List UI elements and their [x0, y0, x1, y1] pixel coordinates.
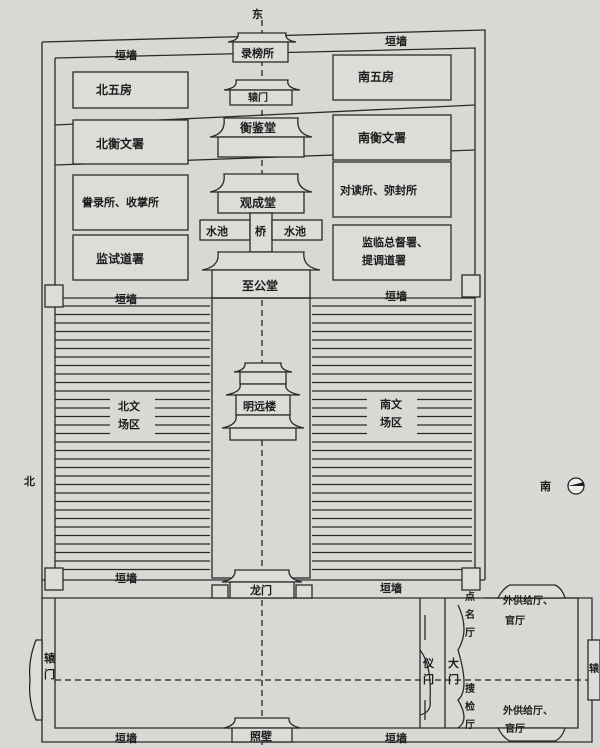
supply-hall-bottom: [496, 727, 566, 742]
building-zhaobi: [223, 717, 301, 743]
label-soujian: 检: [465, 700, 475, 713]
label-left-gate: 门: [44, 667, 55, 681]
label-damen: 门: [448, 672, 459, 686]
right-gate: [587, 639, 600, 701]
label-room: 监临总督署、: [362, 235, 428, 249]
building-inner-gate: [223, 79, 301, 106]
label-room: 北衡文署: [96, 136, 144, 151]
west-section-walls: [42, 579, 579, 729]
supply-hall-top: [496, 584, 566, 599]
label-south-area: 场区: [380, 415, 402, 429]
yimen-outline: [419, 615, 431, 720]
compass-arrow-icon: [567, 477, 585, 495]
label-north: 北: [24, 474, 35, 488]
label-guancheng: 观成堂: [240, 195, 276, 210]
building-guancheng: [209, 173, 313, 214]
wall-label: 垣墙: [385, 289, 407, 303]
room-south-five: [332, 54, 452, 101]
room-north-five: [72, 71, 189, 109]
room-north-hengwen: [72, 119, 189, 165]
label-pool-left: 水池: [206, 224, 228, 238]
label-dianming: 点: [465, 590, 475, 603]
wall-label: 垣墙: [385, 731, 407, 745]
building-lubang: [227, 32, 297, 63]
label-lubang: 录榜所: [241, 46, 274, 60]
label-yimen: 仪: [422, 657, 435, 670]
label-supply-bottom: 官厅: [505, 722, 525, 735]
label-supply-top: 外供给厅、: [502, 594, 553, 607]
label-soujian: 搜: [465, 682, 476, 695]
building-longmen: [211, 569, 313, 599]
room-jianlin: [332, 224, 452, 281]
label-south-area: 南文: [380, 397, 403, 411]
room-tenglu: [72, 174, 189, 231]
label-east: 东: [252, 7, 263, 21]
label-room: 提调道署: [362, 253, 406, 267]
label-bridge: 桥: [255, 224, 267, 238]
label-supply-bottom: 外供给厅、: [502, 704, 553, 717]
building-hengjian: [209, 117, 313, 158]
label-dianming: 名: [465, 608, 475, 621]
room-jianshi: [72, 234, 189, 281]
wall-label: 垣墙: [115, 571, 137, 585]
label-supply-top: 官厅: [505, 614, 525, 627]
label-yimen: 门: [423, 672, 434, 686]
label-room: 南衡文署: [358, 130, 406, 145]
label-zhigong: 至公堂: [242, 278, 278, 293]
label-south: 南: [540, 479, 551, 493]
wall-label: 垣墙: [115, 731, 137, 745]
label-room: 南五房: [358, 69, 394, 84]
label-right-gate: 辕: [589, 662, 600, 675]
pool-right: [271, 219, 323, 241]
label-tower: 明远楼: [243, 399, 276, 413]
label-pool-right: 水池: [284, 224, 306, 238]
label-soujian: 厅: [465, 719, 475, 731]
label-north-area: 北文: [118, 399, 141, 413]
wall-label: 垣墙: [115, 292, 137, 306]
label-inner-gate: 辕门: [248, 91, 268, 104]
building-mingyuan-tower: [221, 362, 305, 441]
room-south-hengwen: [332, 114, 452, 161]
left-gate: [28, 639, 43, 721]
label-room: 对读所、弥封所: [340, 183, 417, 197]
label-room: 监试道署: [96, 251, 144, 266]
damen-outline: [457, 604, 465, 729]
label-dianming: 厅: [465, 627, 475, 639]
room-duidu: [332, 161, 452, 218]
label-hengjian: 衡鉴堂: [240, 120, 276, 135]
label-longmen: 龙门: [249, 583, 272, 597]
corner-towers: [44, 274, 481, 591]
wall-label: 垣墙: [385, 34, 407, 48]
label-room: 北五房: [96, 82, 132, 97]
label-room: 誊录所、收掌所: [81, 195, 159, 209]
wall-label: 垣墙: [115, 48, 137, 62]
label-zhaobi: 照壁: [250, 729, 272, 743]
label-damen: 大: [448, 656, 459, 670]
wall-label: 垣墙: [380, 581, 402, 595]
label-left-gate: 辕: [44, 651, 56, 665]
label-north-area: 场区: [118, 417, 140, 431]
exam-cells: [55, 305, 472, 571]
